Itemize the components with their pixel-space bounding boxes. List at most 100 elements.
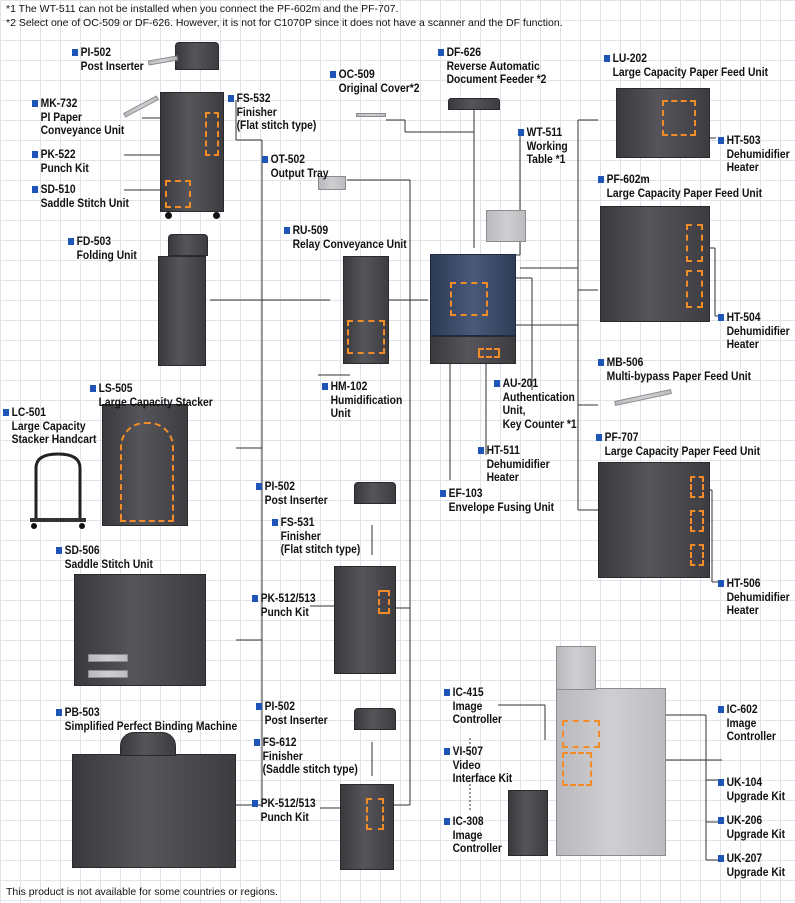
- square-marker-icon: [718, 314, 725, 321]
- square-marker-icon: [90, 385, 97, 392]
- label-line: Finisher: [262, 748, 303, 763]
- label-line: Heater: [486, 470, 519, 484]
- ht504-highlight-1: [686, 224, 703, 262]
- label-line: Original Cover*2: [338, 80, 420, 95]
- label-vi507: VI-507 Video Interface Kit: [444, 744, 513, 786]
- hm102-highlight: [347, 320, 385, 354]
- au201-highlight: [450, 282, 488, 316]
- label-line: Unit,: [502, 403, 526, 417]
- label-code: LS-505: [98, 381, 133, 395]
- label-uk104: UK-104 Upgrade Kit: [718, 775, 786, 803]
- label-line: (Flat stitch type): [280, 542, 361, 556]
- label-line: Upgrade Kit: [726, 864, 786, 879]
- label-code: IC-308: [452, 814, 484, 828]
- label-line: Finisher: [236, 104, 277, 119]
- label-code: HM-102: [330, 379, 368, 393]
- label-code: AU-201: [502, 376, 539, 390]
- square-marker-icon: [440, 490, 447, 497]
- label-line: Document Feeder *2: [446, 72, 547, 86]
- pi502-mid-inserter: [354, 482, 396, 504]
- label-line: Large Capacity Paper Feed Unit: [612, 64, 769, 79]
- ht506-highlight-3: [690, 544, 704, 566]
- square-marker-icon: [444, 818, 451, 825]
- label-line: Image: [726, 715, 757, 730]
- square-marker-icon: [252, 800, 259, 807]
- square-marker-icon: [718, 137, 725, 144]
- label-code: PI-502: [80, 45, 112, 59]
- label-line: Reverse Automatic: [446, 58, 540, 73]
- ht506-highlight-1: [690, 476, 704, 498]
- label-code: SD-510: [40, 182, 76, 196]
- label-uk207: UK-207 Upgrade Kit: [718, 851, 786, 879]
- label-line: Large Capacity: [11, 418, 86, 433]
- pb503-binding-machine-body: [72, 754, 236, 868]
- main-engine-grey-top: [556, 646, 596, 690]
- ht511-highlight: [478, 348, 500, 358]
- label-code: EF-103: [448, 486, 483, 500]
- label-code: HT-503: [726, 133, 761, 147]
- main-engine-base: [430, 336, 516, 364]
- square-marker-icon: [32, 100, 39, 107]
- label-au201: AU-201 Authentication Unit, Key Counter …: [494, 376, 577, 431]
- square-marker-icon: [32, 151, 39, 158]
- label-ht506: HT-506 Dehumidifier Heater: [718, 576, 790, 618]
- label-ic602: IC-602 Image Controller: [718, 702, 776, 744]
- main-engine-body: [430, 254, 516, 336]
- label-code: OC-509: [338, 67, 375, 81]
- square-marker-icon: [604, 55, 611, 62]
- label-lu202: LU-202 Large Capacity Paper Feed Unit: [604, 51, 769, 79]
- label-lc501: LC-501 Large Capacity Stacker Handcart: [3, 405, 97, 447]
- label-code: PK-512/513: [260, 796, 316, 810]
- label-pi502-mid: PI-502 Post Inserter: [256, 479, 328, 507]
- label-line: Envelope Fusing Unit: [448, 499, 555, 514]
- label-line: Dehumidifier: [726, 146, 790, 161]
- label-code: OT-502: [270, 152, 306, 166]
- label-code: HT-511: [486, 443, 520, 457]
- label-line: Image: [452, 827, 483, 842]
- label-code: WT-511: [526, 125, 563, 139]
- fs531-finisher-body: [334, 566, 396, 674]
- label-line: Key Counter *1: [502, 416, 577, 431]
- oc509-original-cover: [356, 113, 386, 117]
- label-line: Finisher: [280, 528, 321, 543]
- square-marker-icon: [72, 49, 79, 56]
- label-line: Interface Kit: [452, 771, 513, 785]
- label-line: Upgrade Kit: [726, 826, 786, 841]
- square-marker-icon: [518, 129, 525, 136]
- label-ot502: OT-502 Output Tray: [262, 152, 329, 180]
- label-code: HT-504: [726, 310, 761, 324]
- square-marker-icon: [478, 447, 485, 454]
- label-code: IC-602: [726, 702, 758, 716]
- label-line: Large Capacity Paper Feed Unit: [604, 443, 761, 458]
- ls505-highlight: [120, 422, 174, 522]
- square-marker-icon: [718, 706, 725, 713]
- label-pb503: PB-503 Simplified Perfect Binding Machin…: [56, 705, 237, 733]
- label-code: FS-532: [236, 91, 271, 105]
- square-marker-icon: [272, 519, 279, 526]
- main-engine-grey: [556, 688, 666, 856]
- label-line: Stacker Handcart: [11, 432, 97, 446]
- label-sd510: SD-510 Saddle Stitch Unit: [32, 182, 129, 210]
- label-mb506: MB-506 Multi-bypass Paper Feed Unit: [598, 355, 751, 383]
- sd510-highlight: [165, 180, 191, 208]
- label-fs612: FS-612 Finisher (Saddle stitch type): [254, 735, 358, 777]
- label-line: Heater: [726, 337, 759, 351]
- square-marker-icon: [228, 95, 235, 102]
- label-line: Heater: [726, 160, 759, 174]
- square-marker-icon: [252, 595, 259, 602]
- pf602m-paper-feed-unit: [600, 206, 710, 322]
- ot502-output-tray: [318, 176, 346, 190]
- label-line: Dehumidifier: [486, 456, 550, 471]
- label-hm102: HM-102 Humidification Unit: [322, 379, 402, 421]
- label-pk512-a: PK-512/513 Punch Kit: [252, 591, 316, 619]
- label-sd506: SD-506 Saddle Stitch Unit: [56, 543, 153, 571]
- label-line: (Flat stitch type): [236, 118, 317, 132]
- square-marker-icon: [284, 227, 291, 234]
- square-marker-icon: [256, 483, 263, 490]
- label-line: Upgrade Kit: [726, 788, 786, 803]
- label-code: MK-732: [40, 96, 78, 110]
- sd506-drawer-1: [88, 654, 128, 662]
- label-ic415: IC-415 Image Controller: [444, 685, 502, 727]
- label-code: FS-531: [280, 515, 315, 529]
- ic415-highlight: [562, 720, 600, 748]
